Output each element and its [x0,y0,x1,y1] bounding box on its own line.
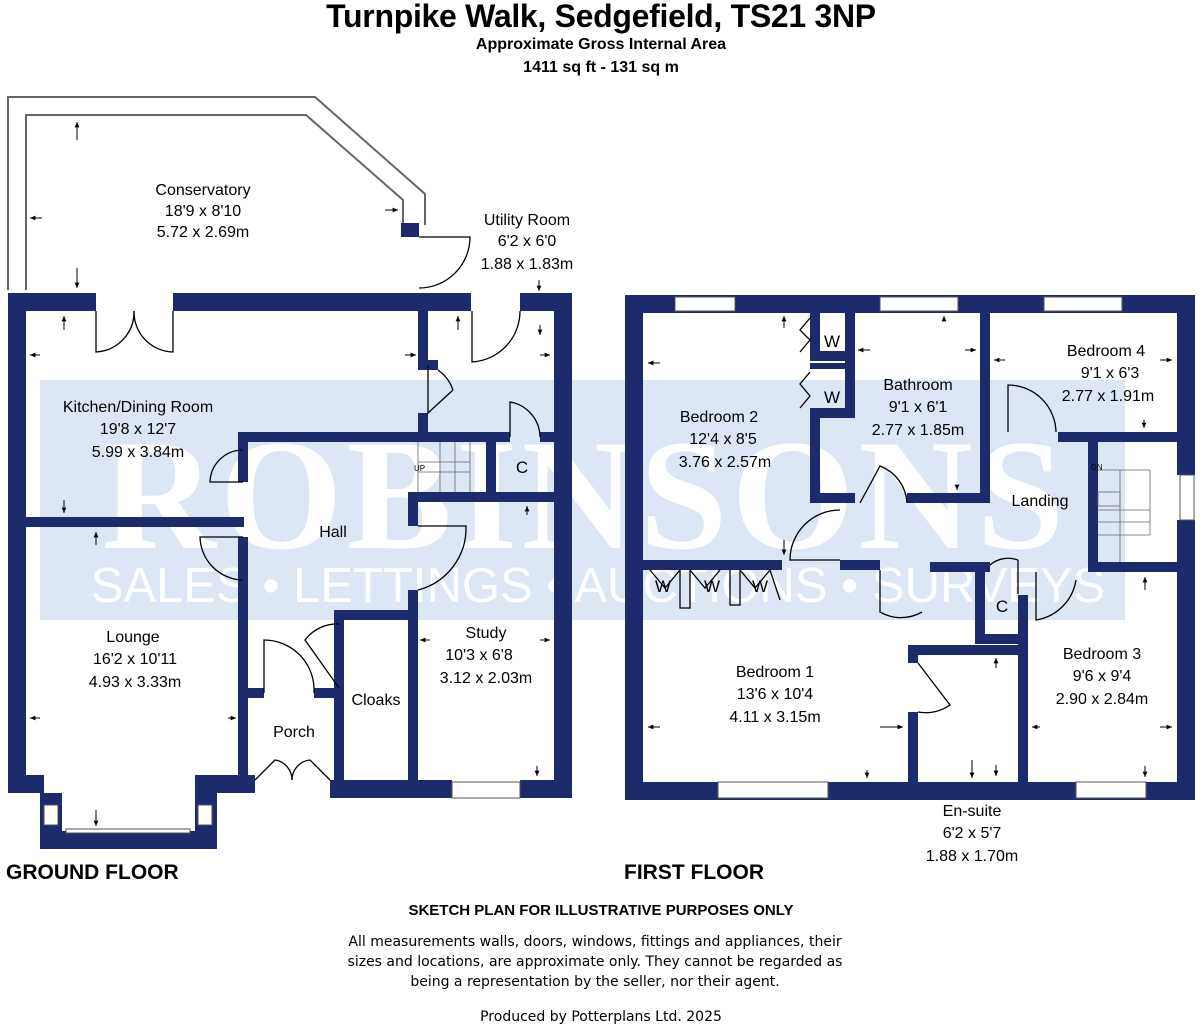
lounge-imperial: 16'2 x 10'11 [93,651,177,668]
cloaks-name: Cloaks [352,692,401,709]
ground-floor [7,96,572,849]
utility-imperial: 6'2 x 6'0 [498,233,557,250]
stairs-down-label: DN [1091,463,1103,472]
cupboard-ground-name: C [516,458,528,477]
dimension-arrows [30,122,1172,826]
conservatory-metric: 5.72 x 2.69m [157,224,250,241]
bathroom-name: Bathroom [883,377,952,394]
bedroom3-name: Bedroom 3 [1063,646,1141,663]
hall-name: Hall [319,524,347,541]
porch-name: Porch [273,724,315,741]
area-value: 1411 sq ft - 131 sq m [523,59,679,76]
bedroom3-metric: 2.90 x 2.84m [1056,691,1149,708]
study-metric: 3.12 x 2.03m [440,670,533,687]
kitchen-imperial: 19'8 x 12'7 [100,421,176,438]
bedroom4-name: Bedroom 4 [1067,343,1145,360]
bedroom1-imperial: 13'6 x 10'4 [737,686,813,703]
conservatory-imperial: 18'9 x 8'10 [165,203,241,220]
study-imperial: 10'3 x 6'8 [445,647,513,664]
conservatory-name: Conservatory [155,182,250,199]
wardrobe-label-5: W [752,577,768,596]
bedroom1-metric: 4.11 x 3.15m [729,709,820,726]
first-floor-labels: Bedroom 2 12'4 x 8'5 3.76 x 2.57m W W Ba… [655,332,1154,865]
page-title: Turnpike Walk, Sedgefield, TS21 3NP [326,0,876,34]
disclaimer-heading: SKETCH PLAN FOR ILLUSTRATIVE PURPOSES ON… [408,902,794,919]
producer-credit: Produced by Potterplans Ltd. 2025 [480,1009,722,1025]
kitchen-name: Kitchen/Dining Room [63,399,213,416]
lounge-name: Lounge [106,629,159,646]
bedroom4-imperial: 9'1 x 6'3 [1081,365,1140,382]
ground-floor-labels: Conservatory 18'9 x 8'10 5.72 x 2.69m Ut… [63,182,573,741]
wardrobe-label-1: W [824,332,840,351]
bedroom4-metric: 2.77 x 1.91m [1062,388,1155,405]
bathroom-imperial: 9'1 x 6'1 [889,399,948,416]
first-floor-label: FIRST FLOOR [624,861,764,884]
wardrobe-label-4: W [704,577,720,596]
wardrobe-label-2: W [824,388,840,407]
conservatory-frame [7,96,426,290]
lounge-metric: 4.93 x 3.33m [89,674,182,691]
disclaimer-text: All measurements walls, doors, windows, … [347,934,843,990]
utility-name: Utility Room [484,212,570,229]
study-name: Study [466,625,507,642]
bedroom2-metric: 3.76 x 2.57m [679,454,772,471]
ensuite-imperial: 6'2 x 5'7 [943,825,1002,842]
bedroom1-name: Bedroom 1 [736,664,814,681]
ensuite-name: En-suite [943,803,1002,820]
wardrobe-label-3: W [655,577,671,596]
stairs-up-label: UP [414,464,425,473]
bedroom2-imperial: 12'4 x 8'5 [689,431,757,448]
area-label: Approximate Gross Internal Area [475,36,727,53]
ground-floor-label: GROUND FLOOR [6,861,179,884]
first-floor [625,295,1195,800]
kitchen-metric: 5.99 x 3.84m [92,444,185,461]
first-floor-doors [649,317,1151,714]
ensuite-metric: 1.88 x 1.70m [926,848,1019,865]
cupboard-first-name: C [996,597,1008,616]
bedroom3-imperial: 9'6 x 9'4 [1073,668,1132,685]
landing-name: Landing [1012,493,1069,510]
bathroom-metric: 2.77 x 1.85m [872,422,965,439]
utility-metric: 1.88 x 1.83m [481,256,574,273]
ground-floor-doors [95,236,541,781]
bedroom2-name: Bedroom 2 [680,409,758,426]
